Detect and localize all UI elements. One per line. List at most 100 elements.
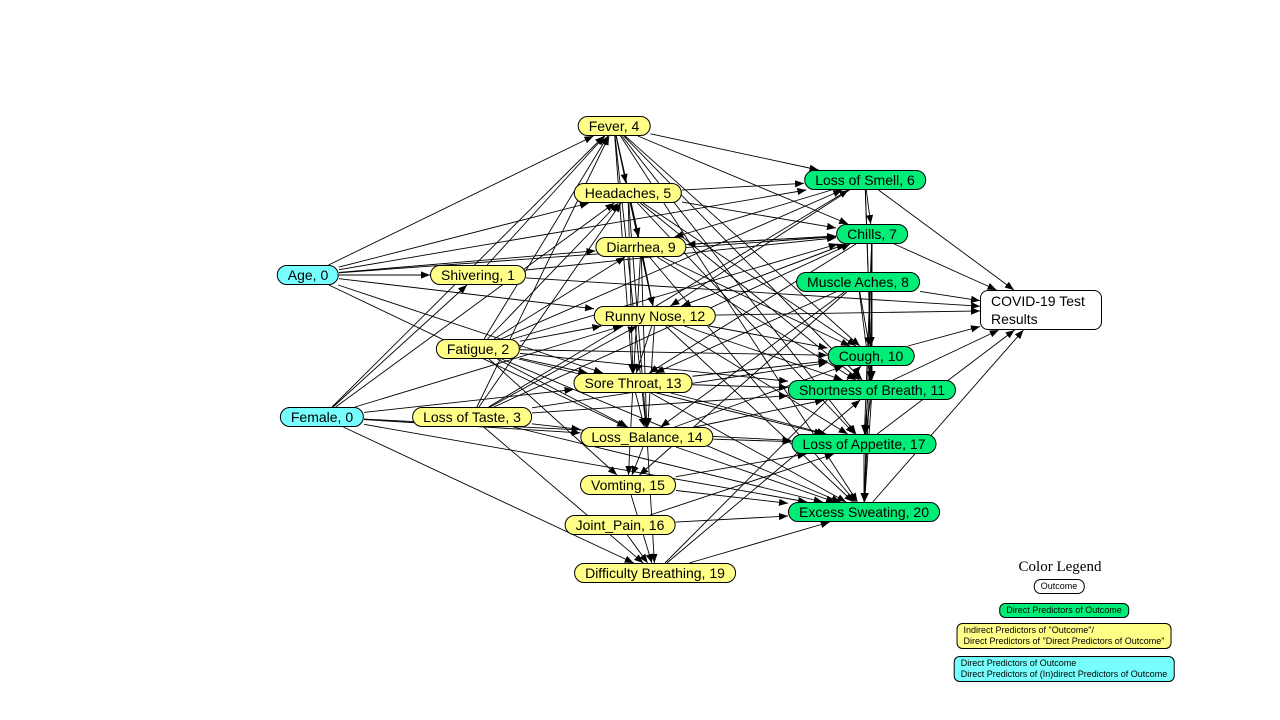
edge-loss-smell-to-diarrhea xyxy=(674,189,832,238)
edge-fatigue-to-loss-balance xyxy=(496,358,629,428)
edge-loss-taste-to-headaches xyxy=(478,202,622,408)
node-chills: Chills, 7 xyxy=(836,224,908,244)
edge-female-to-sore-throat xyxy=(363,386,574,413)
edge-diarrhea-to-loss-balance xyxy=(640,256,650,428)
legend-title: Color Legend xyxy=(1018,559,1102,575)
node-sob: Shortness of Breath, 11 xyxy=(787,380,957,400)
edge-muscle-aches-to-sore-throat xyxy=(655,291,836,374)
edge-sore-throat-to-loss-balance xyxy=(635,392,646,428)
edge-runny-nose-to-excess-sweating xyxy=(665,325,854,503)
edge-fatigue-to-sore-throat xyxy=(519,357,588,375)
edge-headaches-to-sore-throat xyxy=(627,202,637,374)
edge-sob-to-outcome xyxy=(892,329,999,381)
edge-cough-to-loss-appetite xyxy=(861,365,871,435)
node-loss-taste: Loss of Taste, 3 xyxy=(412,407,532,427)
legend-indirect-line-2: Direct Predictors of "Direct Predictors … xyxy=(963,636,1165,646)
edge-age-to-runny-nose xyxy=(338,278,595,312)
edge-muscle-aches-to-cough xyxy=(859,291,872,347)
edge-joint-pain-to-diff-breathing xyxy=(626,534,649,564)
legend-root-predictor-swatch: Direct Predictors of Outcome Direct Pred… xyxy=(953,656,1175,682)
edge-fatigue-to-vomiting xyxy=(488,358,618,476)
edge-fatigue-to-loss-smell xyxy=(500,189,843,340)
edge-loss-balance-to-excess-sweating xyxy=(675,446,836,503)
node-loss-balance: Loss_Balance, 14 xyxy=(580,427,714,447)
node-fatigue: Fatigue, 2 xyxy=(435,339,521,359)
edge-chills-to-outcome xyxy=(894,243,997,291)
node-headaches: Headaches, 5 xyxy=(573,183,683,203)
edge-loss-taste-to-excess-sweating xyxy=(513,426,823,504)
edge-loss-balance-to-vomiting xyxy=(631,446,644,476)
node-age: Age, 0 xyxy=(276,265,340,285)
edge-headaches-to-cough xyxy=(642,202,857,347)
legend-root-line-1: Direct Predictors of Outcome xyxy=(960,658,1077,668)
edge-chills-to-runny-nose xyxy=(681,243,846,307)
edge-joint-pain-to-excess-sweating xyxy=(675,512,789,523)
node-excess-sweating: Excess Sweating, 20 xyxy=(788,502,940,522)
node-shivering: Shivering, 1 xyxy=(430,265,526,285)
edge-loss-taste-to-diff-breathing xyxy=(483,426,644,564)
edge-age-to-fever xyxy=(328,135,594,266)
edge-loss-smell-to-outcome xyxy=(878,189,1015,291)
edge-loss-balance-to-loss-appetite xyxy=(713,437,792,445)
edge-loss-smell-to-runny-nose xyxy=(670,189,850,307)
edge-muscle-aches-to-outcome xyxy=(919,291,981,303)
edge-loss-taste-to-sob xyxy=(531,392,789,414)
legend-outcome-swatch: Outcome xyxy=(1033,579,1085,594)
edge-muscle-aches-to-loss-balance xyxy=(660,291,845,428)
node-female: Female, 0 xyxy=(279,407,365,427)
edge-female-to-runny-nose xyxy=(354,325,623,408)
edge-vomiting-to-loss-appetite xyxy=(675,451,807,478)
edge-loss-smell-to-chills xyxy=(865,189,874,225)
edge-age-to-diarrhea xyxy=(338,247,596,273)
edge-vomiting-to-excess-sweating xyxy=(675,490,789,506)
edge-loss-taste-to-loss-smell xyxy=(488,189,849,408)
node-loss-smell: Loss of Smell, 6 xyxy=(804,170,926,190)
edge-loss-balance-to-sob xyxy=(694,398,825,428)
edge-diarrhea-to-cough xyxy=(661,256,851,347)
edge-headaches-to-loss-smell xyxy=(681,180,805,191)
edge-cough-to-outcome xyxy=(907,325,981,347)
node-diarrhea: Diarrhea, 9 xyxy=(595,237,687,257)
edge-joint-pain-to-loss-appetite xyxy=(649,453,835,516)
edge-sob-to-loss-appetite xyxy=(863,399,871,435)
edge-shivering-to-outcome xyxy=(525,277,981,310)
edge-sore-throat-to-excess-sweating xyxy=(650,392,847,503)
edge-female-to-excess-sweating xyxy=(363,423,808,504)
legend-root-line-2: Direct Predictors of (In)direct Predicto… xyxy=(960,669,1168,679)
edge-runny-nose-to-outcome xyxy=(715,307,981,316)
legend-indirect-line-1: Indirect Predictors of "Outcome"/ xyxy=(963,625,1094,635)
node-outcome: COVID-19 Test Results xyxy=(980,290,1102,330)
edge-fatigue-to-headaches xyxy=(487,202,619,340)
node-vomiting: Vomting, 15 xyxy=(580,475,676,495)
node-fever: Fever, 4 xyxy=(577,116,651,136)
edge-fever-to-chills xyxy=(637,135,849,225)
edge-fatigue-to-runny-nose xyxy=(519,324,602,342)
edge-chills-to-diarrhea xyxy=(686,235,837,248)
edge-fatigue-to-loss-appetite xyxy=(518,358,824,436)
edge-age-to-sore-throat xyxy=(337,284,604,374)
legend-indirect-predictor-swatch: Indirect Predictors of "Outcome"/ Direct… xyxy=(956,623,1172,649)
edge-age-to-loss-smell xyxy=(338,187,807,271)
edge-age-to-chills xyxy=(338,233,837,274)
node-cough: Cough, 10 xyxy=(827,346,915,366)
node-joint-pain: Joint_Pain, 16 xyxy=(564,515,676,535)
edge-loss-balance-to-cough xyxy=(674,365,844,428)
edge-chills-to-sore-throat xyxy=(648,243,857,374)
edge-loss-taste-to-fever xyxy=(476,135,610,408)
edge-fatigue-to-chills xyxy=(512,243,838,340)
edge-diff-breathing-to-sob xyxy=(666,399,861,564)
edge-diarrhea-to-runny-nose xyxy=(642,256,655,307)
edge-fatigue-to-cough xyxy=(519,349,828,359)
edge-fatigue-to-diarrhea xyxy=(493,256,626,340)
node-runny-nose: Runny Nose, 12 xyxy=(593,306,717,326)
edge-female-to-diff-breathing xyxy=(343,426,634,564)
edge-shivering-to-fever xyxy=(486,135,606,266)
edge-excess-sweating-to-outcome xyxy=(872,329,1024,503)
edge-fever-to-loss-smell xyxy=(650,133,819,172)
edge-female-to-headaches xyxy=(335,202,615,408)
edge-age-to-headaches xyxy=(338,201,590,268)
node-sore-throat: Sore Throat, 13 xyxy=(573,373,693,393)
edge-loss-taste-to-loss-balance xyxy=(531,423,581,432)
node-muscle-aches: Muscle Aches, 8 xyxy=(796,272,920,292)
